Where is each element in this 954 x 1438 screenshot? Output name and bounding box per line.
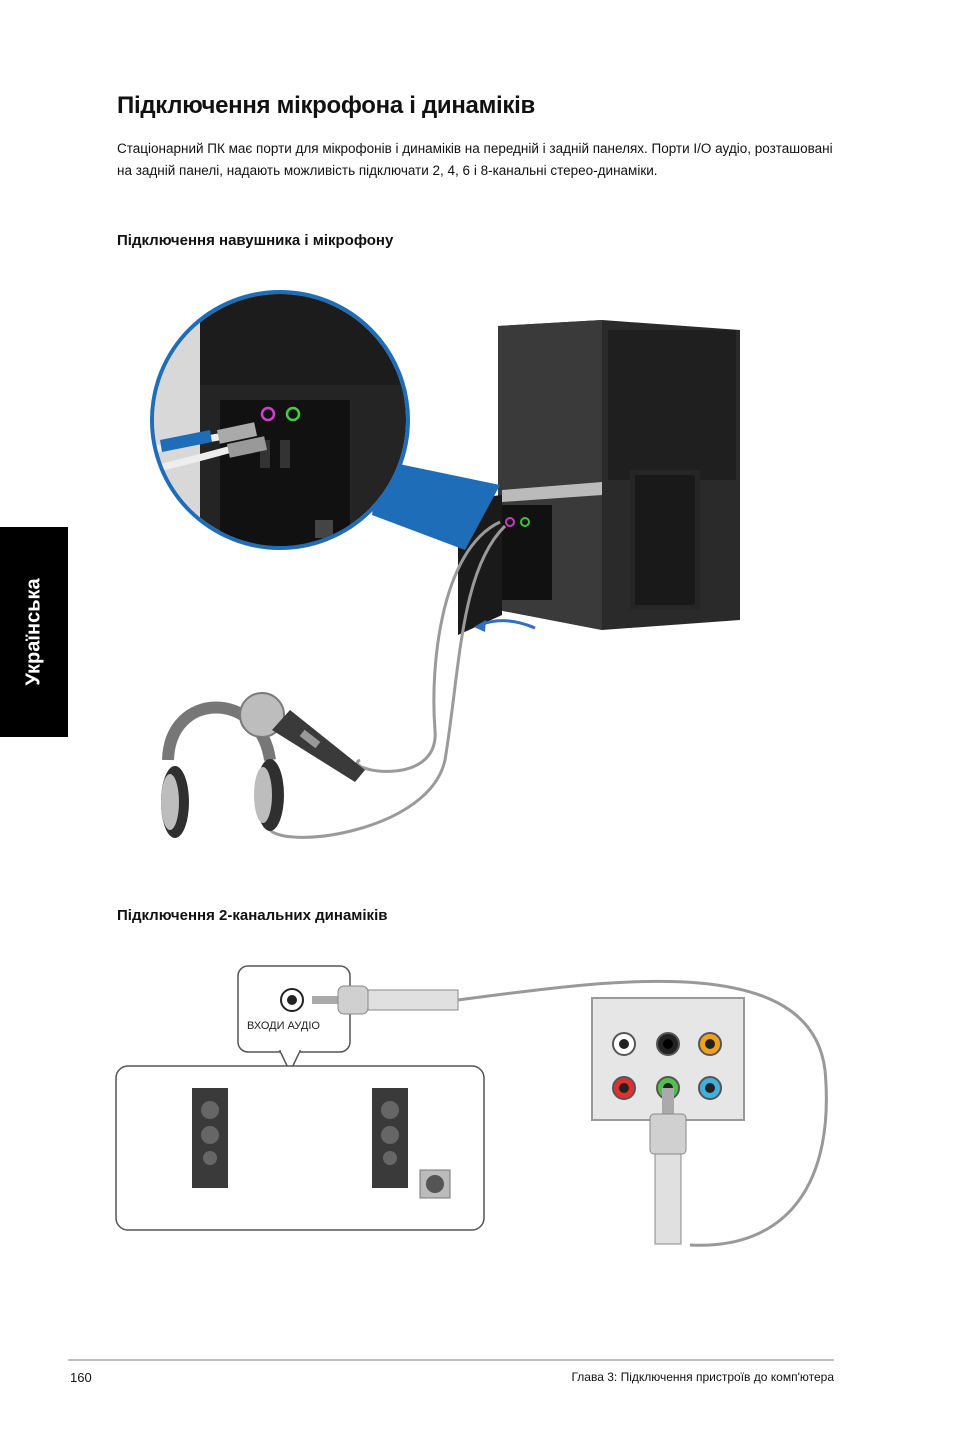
section-heading-speakers: Підключення 2-канальних динаміків (117, 907, 388, 924)
language-tab: Українська (0, 527, 68, 737)
microphone-graphic (239, 692, 365, 782)
footer-divider (68, 1359, 834, 1361)
headphones-graphic (161, 701, 284, 838)
page-title: Підключення мікрофона і динаміків (117, 92, 535, 119)
intro-paragraph: Стаціонарний ПК має порти для мікрофонів… (117, 141, 833, 178)
pc-tower-graphic (458, 320, 740, 635)
right-speaker-graphic (372, 1088, 451, 1199)
audio-input-label: ВХОДИ АУДІО (247, 1020, 320, 1032)
section-heading-headphone-mic: Підключення навушника і мікрофону (117, 232, 394, 249)
headphone-mic-illustration (150, 290, 740, 839)
left-speaker-graphic (192, 1088, 228, 1188)
page-number: 160 (70, 1370, 92, 1385)
language-tab-label: Українська (22, 578, 45, 686)
speakers-illustration: ВХОДИ АУДІО (115, 965, 828, 1247)
chapter-title: Глава 3: Підключення пристроїв до комп'ю… (571, 1370, 834, 1384)
